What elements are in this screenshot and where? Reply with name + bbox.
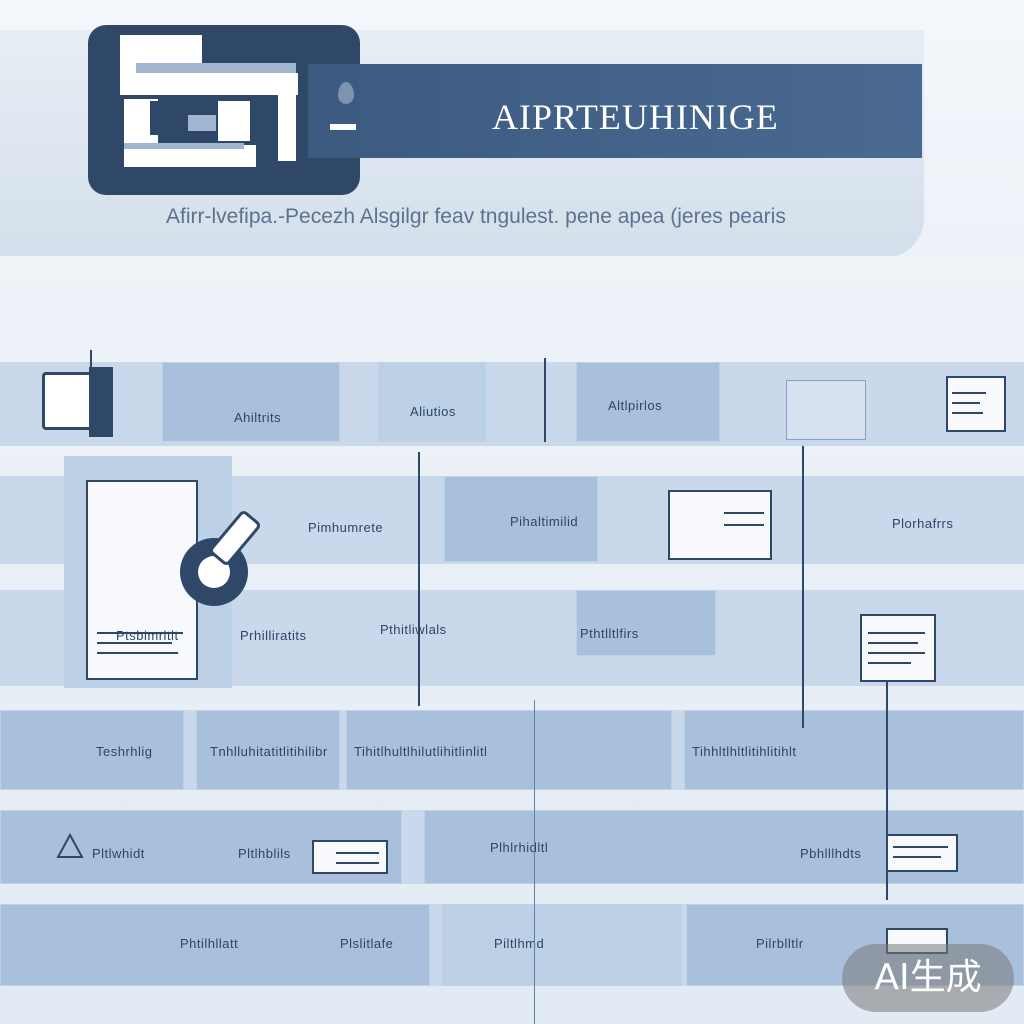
row1-cell-2-text: Aliutios [410, 404, 456, 419]
row3-card-4[interactable] [576, 590, 716, 656]
row1-card-3[interactable] [576, 362, 720, 442]
row1-card-1[interactable] [162, 362, 340, 442]
connector-line-3 [802, 446, 804, 728]
row3-cell-2-text: Prhilliratits [240, 628, 307, 643]
drop-icon [338, 82, 354, 104]
row1-card-2[interactable] [378, 362, 486, 442]
row5-cell-1-text: Pltlwhidt [92, 846, 145, 861]
row4-card-3[interactable] [346, 710, 672, 790]
row4-cell-1-text: Teshrhlig [96, 744, 153, 759]
row2-cell-1-text: Pimhumrete [308, 520, 384, 535]
device-icon [42, 367, 113, 437]
row5-cell-3-text: Plhlrhidltl [490, 840, 549, 855]
brand-title: AIPRTEUHINIGE [492, 97, 779, 137]
row4-card-4[interactable] [684, 710, 1024, 790]
row5-cell-4-text: Pbhlllhdts [800, 846, 862, 861]
row1-cell-1-text: Ahiltrits [234, 410, 282, 425]
row3-cell-4-text: Pthtlltlfirs [580, 626, 639, 641]
row6-cell-3-text: Piltlhmd [494, 936, 545, 951]
connector-line-6 [90, 350, 92, 370]
building-card-icon [668, 490, 772, 560]
row6-card-2[interactable] [442, 904, 682, 986]
card-icon [886, 834, 958, 872]
row4-card-2[interactable] [196, 710, 340, 790]
ai-generated-badge: AI生成 [842, 944, 1014, 1012]
wrench-icon [168, 506, 272, 610]
row2-card-2[interactable] [444, 476, 598, 562]
row2-cell-2-text: Pihaltimilid [510, 514, 579, 529]
row2-cell-3-text: Plorhafrrs [892, 516, 954, 531]
row4-cell-4-text: Tihhltlhltlitihlitihlt [692, 744, 797, 759]
row6-cell-1-text: Phtilhllatt [180, 936, 239, 951]
brand-subtitle: Afirr-lvefipa.-Pecezh Alsgilgr feav tngu… [166, 205, 786, 228]
printer-icon [312, 840, 388, 874]
row6-card-1[interactable] [0, 904, 430, 986]
connector-line-4 [886, 680, 888, 900]
monitor-icon [946, 376, 1006, 432]
triangle-icon [56, 832, 84, 860]
row1-cell-3-text: Altlpirlos [608, 398, 663, 413]
row4-cell-3-text: Tihitlhultlhilutlihitlinlitl [354, 744, 488, 759]
connector-line-5 [534, 700, 535, 1024]
row5-cell-2-text: Pltlhblils [238, 846, 291, 861]
row4-cell-2-text: Tnhlluhitatitlitihilibr [210, 744, 328, 759]
connector-line-2 [544, 358, 546, 442]
connector-line-1 [418, 452, 420, 706]
row6-cell-2-text: Plslitlafe [340, 936, 394, 951]
title-tick [330, 124, 356, 130]
grid-panel-icon [786, 380, 866, 440]
row-band-1 [0, 362, 1024, 446]
note-icon [860, 614, 936, 682]
title-band [308, 64, 922, 158]
row4-card-1[interactable] [0, 710, 184, 790]
row3-cell-3-text: Pthitliwlals [380, 622, 447, 637]
row3-cell-1-text: Ptsbimrltlt [116, 628, 179, 643]
row6-cell-4-text: Pilrblltlr [756, 936, 804, 951]
